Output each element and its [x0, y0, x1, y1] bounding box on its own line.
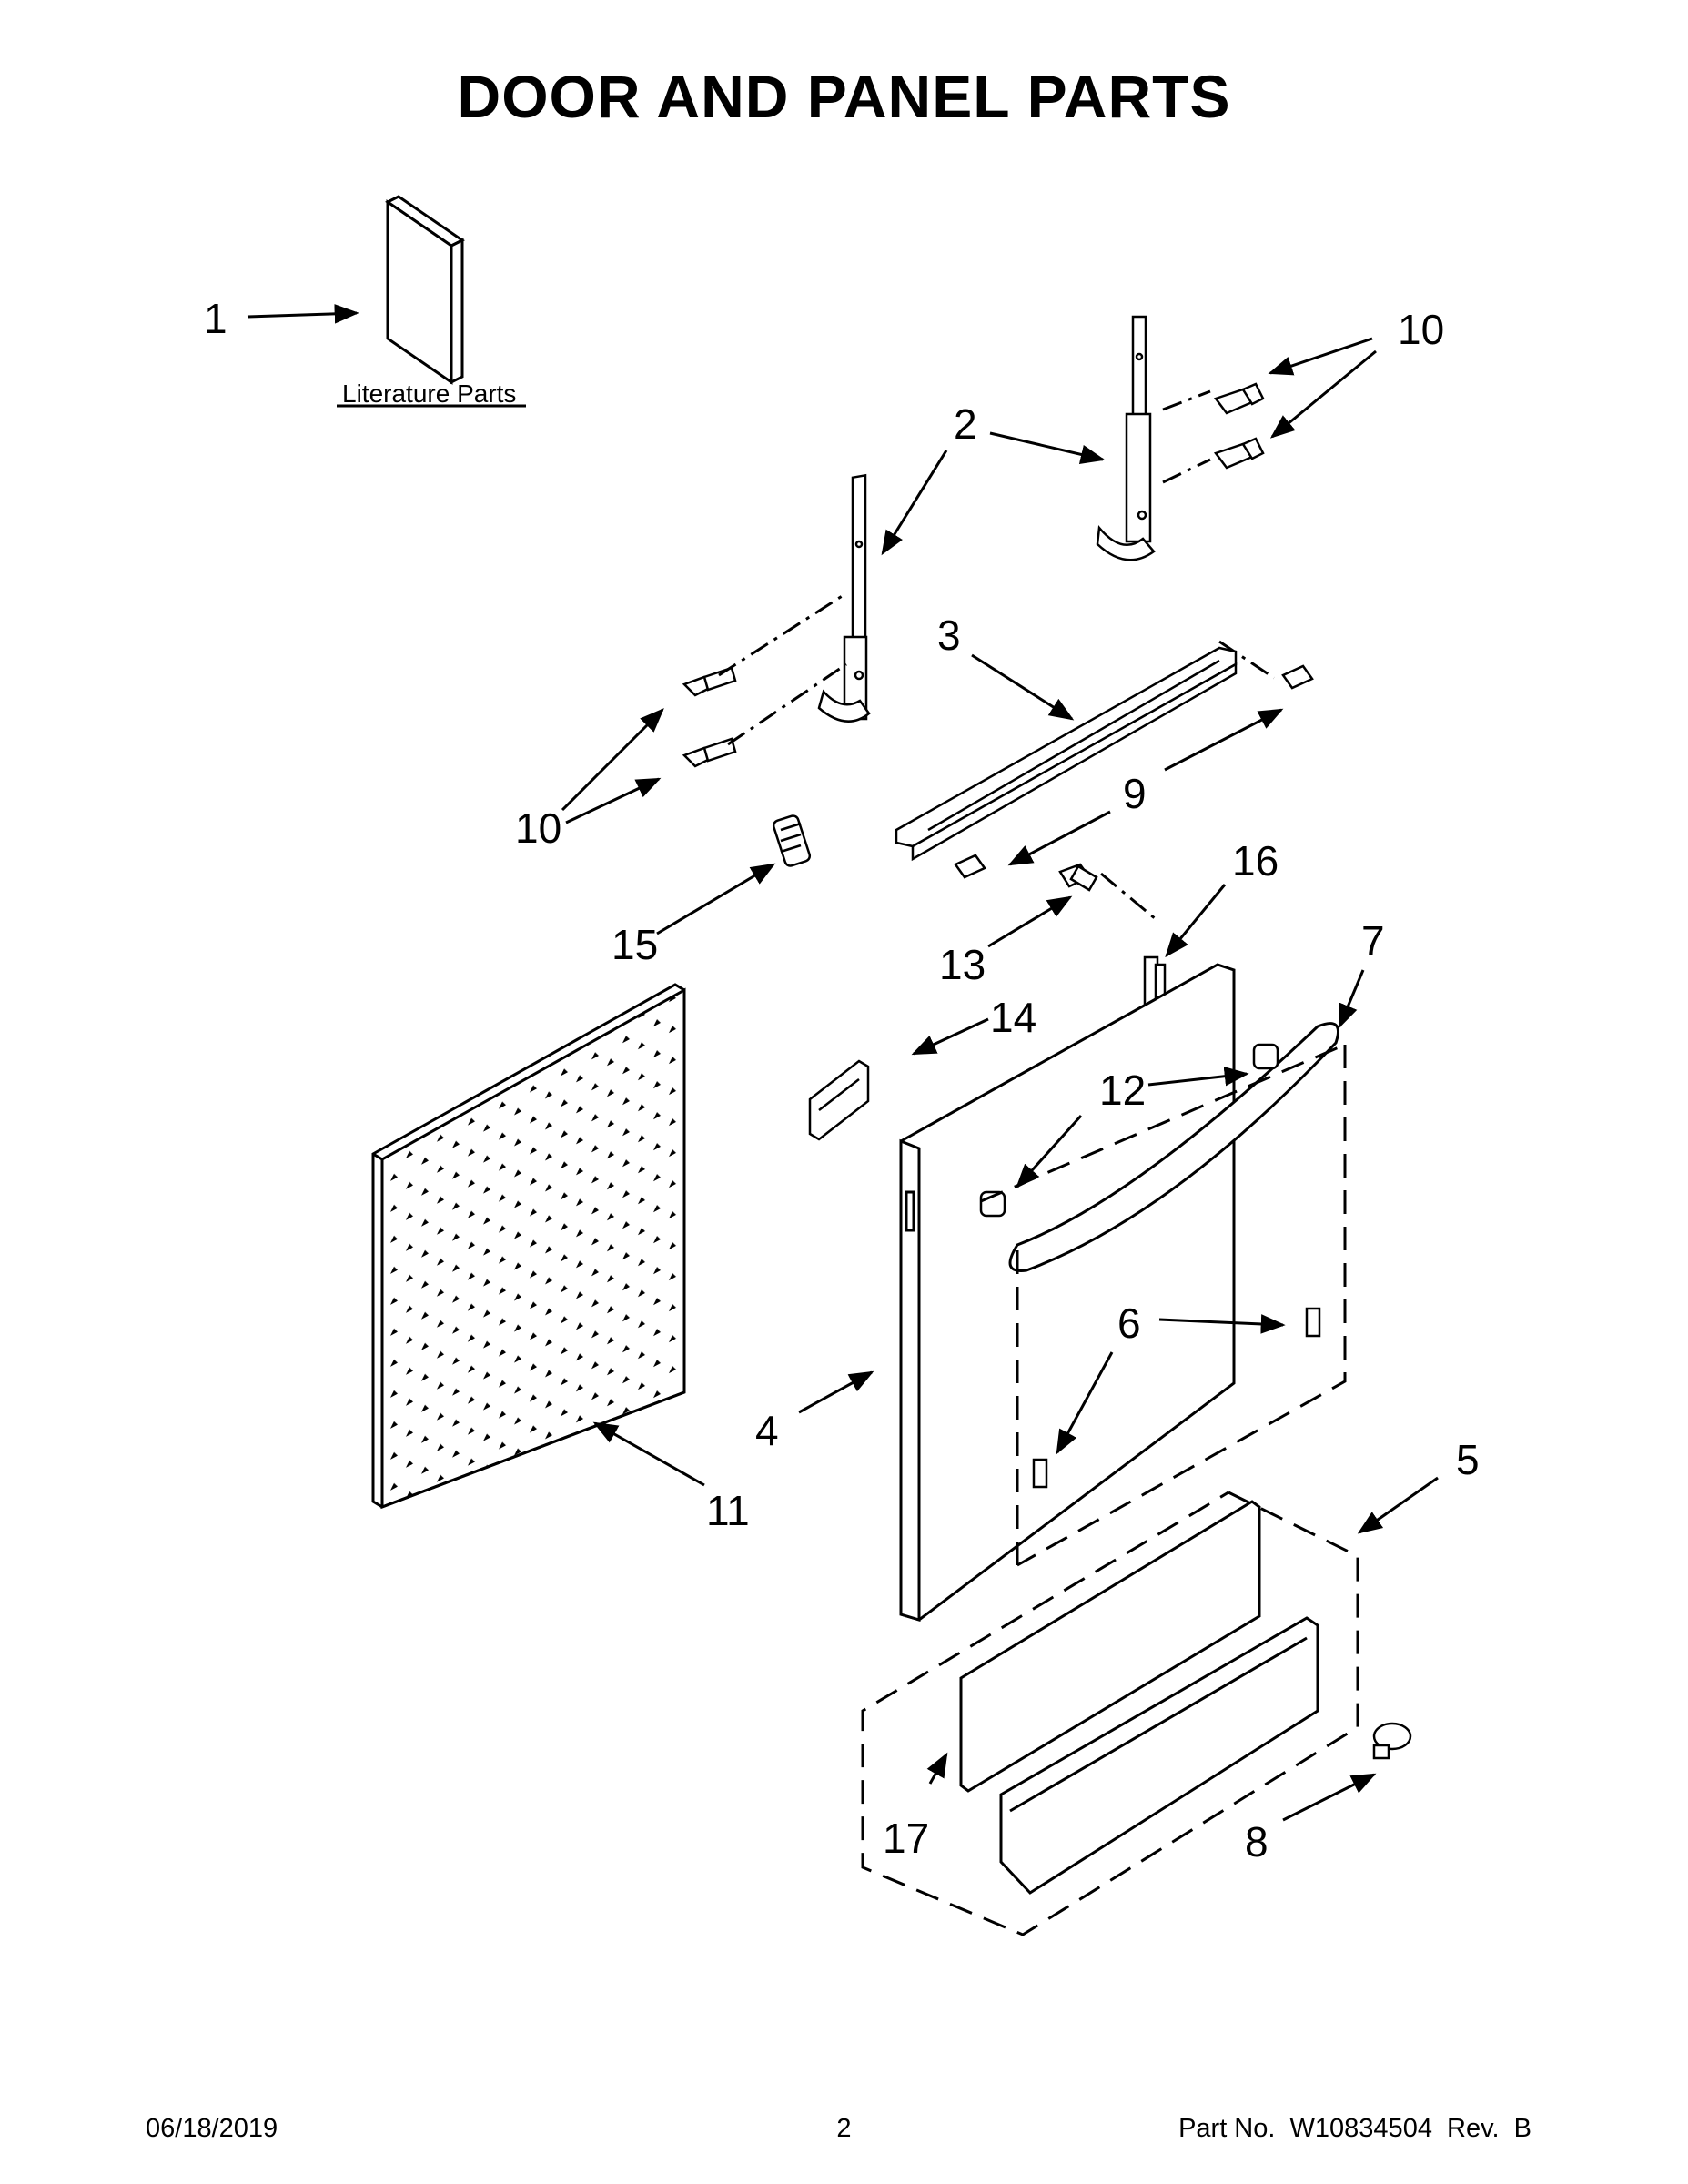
callout-3: 3: [937, 612, 961, 659]
left-hinge-part: [817, 473, 871, 723]
access-panel-screw: [1372, 1722, 1412, 1760]
callout-15: 15: [612, 921, 658, 968]
callout-14: 14: [990, 994, 1036, 1041]
callout-10-right: 10: [1398, 306, 1444, 353]
door-handle-part: [1008, 1022, 1339, 1272]
access-panel-part: [999, 1616, 1319, 1895]
rail-screws: [954, 664, 1314, 892]
callout-5: 5: [1456, 1436, 1480, 1483]
callout-13: 13: [939, 941, 986, 988]
footer-date: 06/18/2019: [146, 2114, 278, 2143]
inner-door-panel-part: [371, 983, 686, 1510]
assembly-outlines: [861, 1043, 1359, 1936]
callout-16: 16: [1232, 837, 1279, 885]
callout-2: 2: [954, 400, 977, 448]
top-rail-part: [895, 646, 1238, 862]
callout-12: 12: [1099, 1067, 1146, 1114]
callout-9: 9: [1123, 770, 1147, 817]
callout-17: 17: [883, 1815, 929, 1862]
toe-panel-part: [959, 1500, 1261, 1793]
literature-parts-label: Literature Parts: [342, 379, 516, 408]
handle-studs: [1032, 1307, 1321, 1489]
clip-part: [772, 814, 812, 867]
footer-part-number: Part No. W10834504 Rev. B: [1178, 2114, 1531, 2143]
vent-part: [808, 1059, 870, 1141]
footer-page-number: 2: [836, 2114, 852, 2143]
right-hinge-part: [1096, 315, 1156, 561]
leader-arrows: [247, 304, 1439, 1822]
callout-4: 4: [755, 1407, 779, 1454]
outer-door-panel-part: [899, 963, 1236, 1623]
callout-6: 6: [1117, 1299, 1141, 1347]
hinge-screws-left: [682, 666, 737, 768]
page-title: DOOR AND PANEL PARTS: [457, 63, 1231, 130]
hinge-screws-right: [1213, 382, 1265, 470]
callout-10-left: 10: [515, 804, 561, 852]
guide-lines: [718, 389, 1275, 921]
callout-1: 1: [204, 295, 227, 342]
callout-8: 8: [1245, 1818, 1269, 1866]
literature-card-part: [385, 195, 465, 385]
callout-7: 7: [1361, 917, 1385, 965]
door-bracket-part: [1143, 956, 1167, 1006]
callout-11: 11: [706, 1487, 750, 1534]
